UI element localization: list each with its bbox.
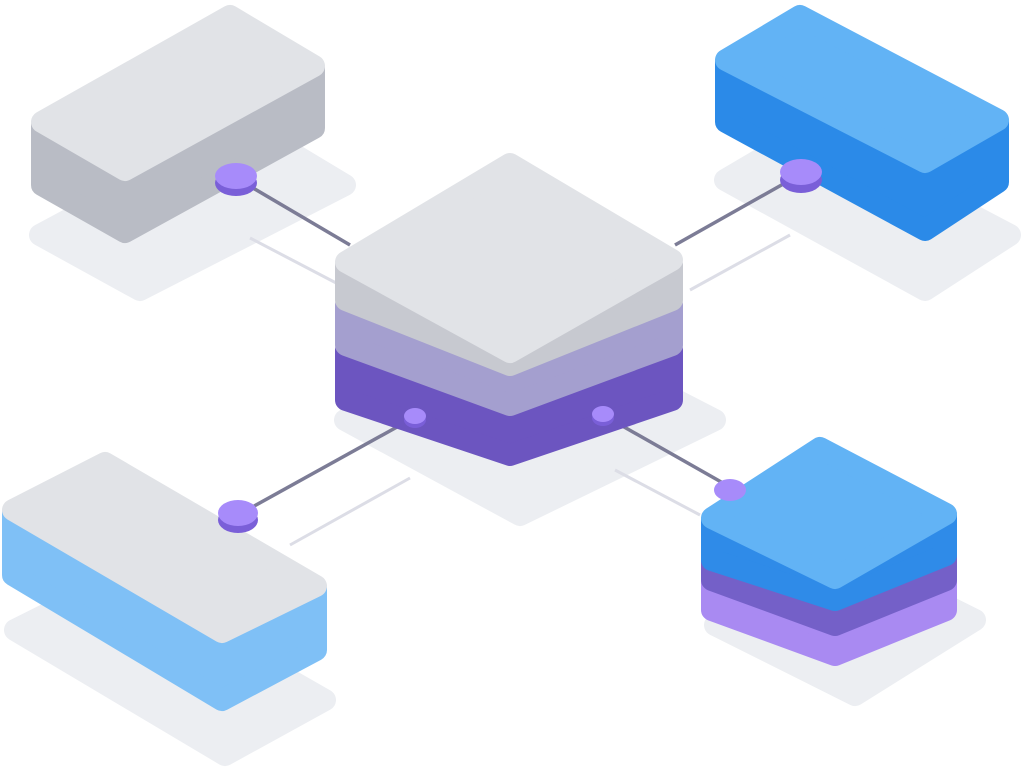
bottom-right-stack — [701, 437, 957, 666]
node-dot-bottom-left — [218, 500, 258, 533]
node-dot-top-right — [780, 159, 822, 193]
connector-lines — [235, 172, 802, 517]
top-left-block — [31, 5, 325, 243]
node-dot-center-left — [404, 408, 426, 428]
central-stack — [335, 153, 683, 466]
guide-lines — [249, 233, 791, 547]
connector-nodes — [215, 159, 822, 533]
node-dot-top-left — [215, 163, 257, 196]
node-dot-bottom-right — [714, 479, 746, 501]
top-right-block — [715, 5, 1009, 241]
bottom-left-block — [2, 452, 327, 711]
node-dot-center-right — [592, 406, 614, 426]
